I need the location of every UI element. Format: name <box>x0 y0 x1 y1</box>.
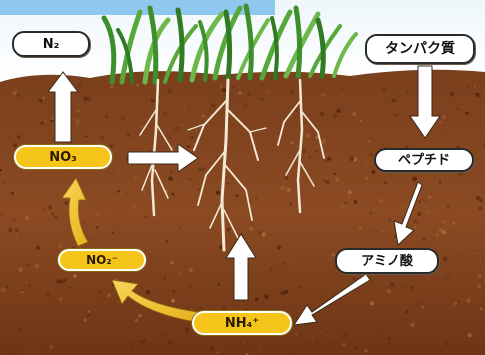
node-amino-acid-text: アミノ酸 <box>361 255 413 268</box>
node-peptide: ペプチド <box>374 148 474 172</box>
node-peptide-text: ペプチド <box>398 154 450 167</box>
node-no3-text: NO₃ <box>49 151 77 164</box>
node-no2: NO₂⁻ <box>58 249 146 271</box>
node-protein-text: タンパク質 <box>385 42 455 56</box>
node-protein: タンパク質 <box>365 34 475 64</box>
node-no2-text: NO₂⁻ <box>86 254 118 266</box>
node-no3: NO₃ <box>14 145 112 169</box>
node-nh4: NH₄⁺ <box>192 311 292 335</box>
node-nh4-text: NH₄⁺ <box>225 317 259 330</box>
node-n2-text: N₂ <box>43 38 60 51</box>
node-amino-acid: アミノ酸 <box>335 248 439 274</box>
node-n2: N₂ <box>12 31 90 57</box>
